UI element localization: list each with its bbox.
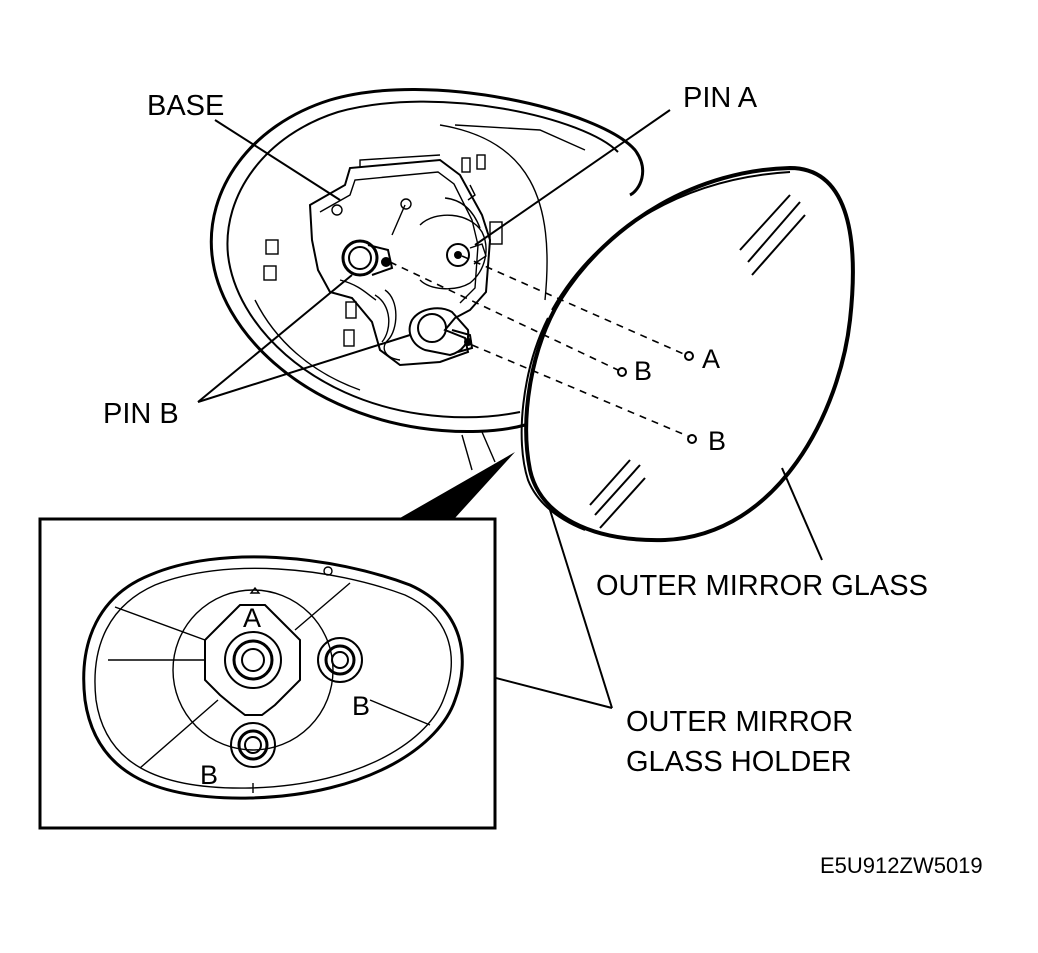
leader-lines — [197, 109, 823, 709]
alignment-lines — [389, 255, 691, 438]
pin-a — [446, 243, 487, 267]
label-glass-b-lower: B — [708, 426, 726, 456]
label-glass-b-upper: B — [634, 356, 652, 386]
inset-pointer — [400, 452, 515, 518]
base-plate — [263, 154, 503, 367]
label-pin-a: PIN A — [683, 82, 758, 114]
label-holder-line2: GLASS HOLDER — [626, 746, 852, 778]
label-pin-b: PIN B — [103, 398, 179, 430]
label-inset-a: A — [243, 603, 261, 633]
pin-b-upper — [341, 239, 394, 277]
mirror-housing — [209, 88, 645, 471]
label-outer-mirror-glass: OUTER MIRROR GLASS — [596, 570, 928, 602]
figure-code: E5U912ZW5019 — [820, 853, 983, 878]
outer-mirror-glass — [520, 165, 855, 543]
inset-holder-view — [38, 517, 497, 830]
label-holder-line1: OUTER MIRROR — [626, 706, 853, 738]
label-base: BASE — [147, 90, 224, 122]
text-labels: BASE PIN A PIN B A B B OUTER MIRROR GLAS… — [103, 82, 983, 878]
label-inset-b-right: B — [352, 691, 370, 721]
label-glass-a: A — [702, 344, 720, 374]
label-inset-b-bottom: B — [200, 760, 218, 790]
